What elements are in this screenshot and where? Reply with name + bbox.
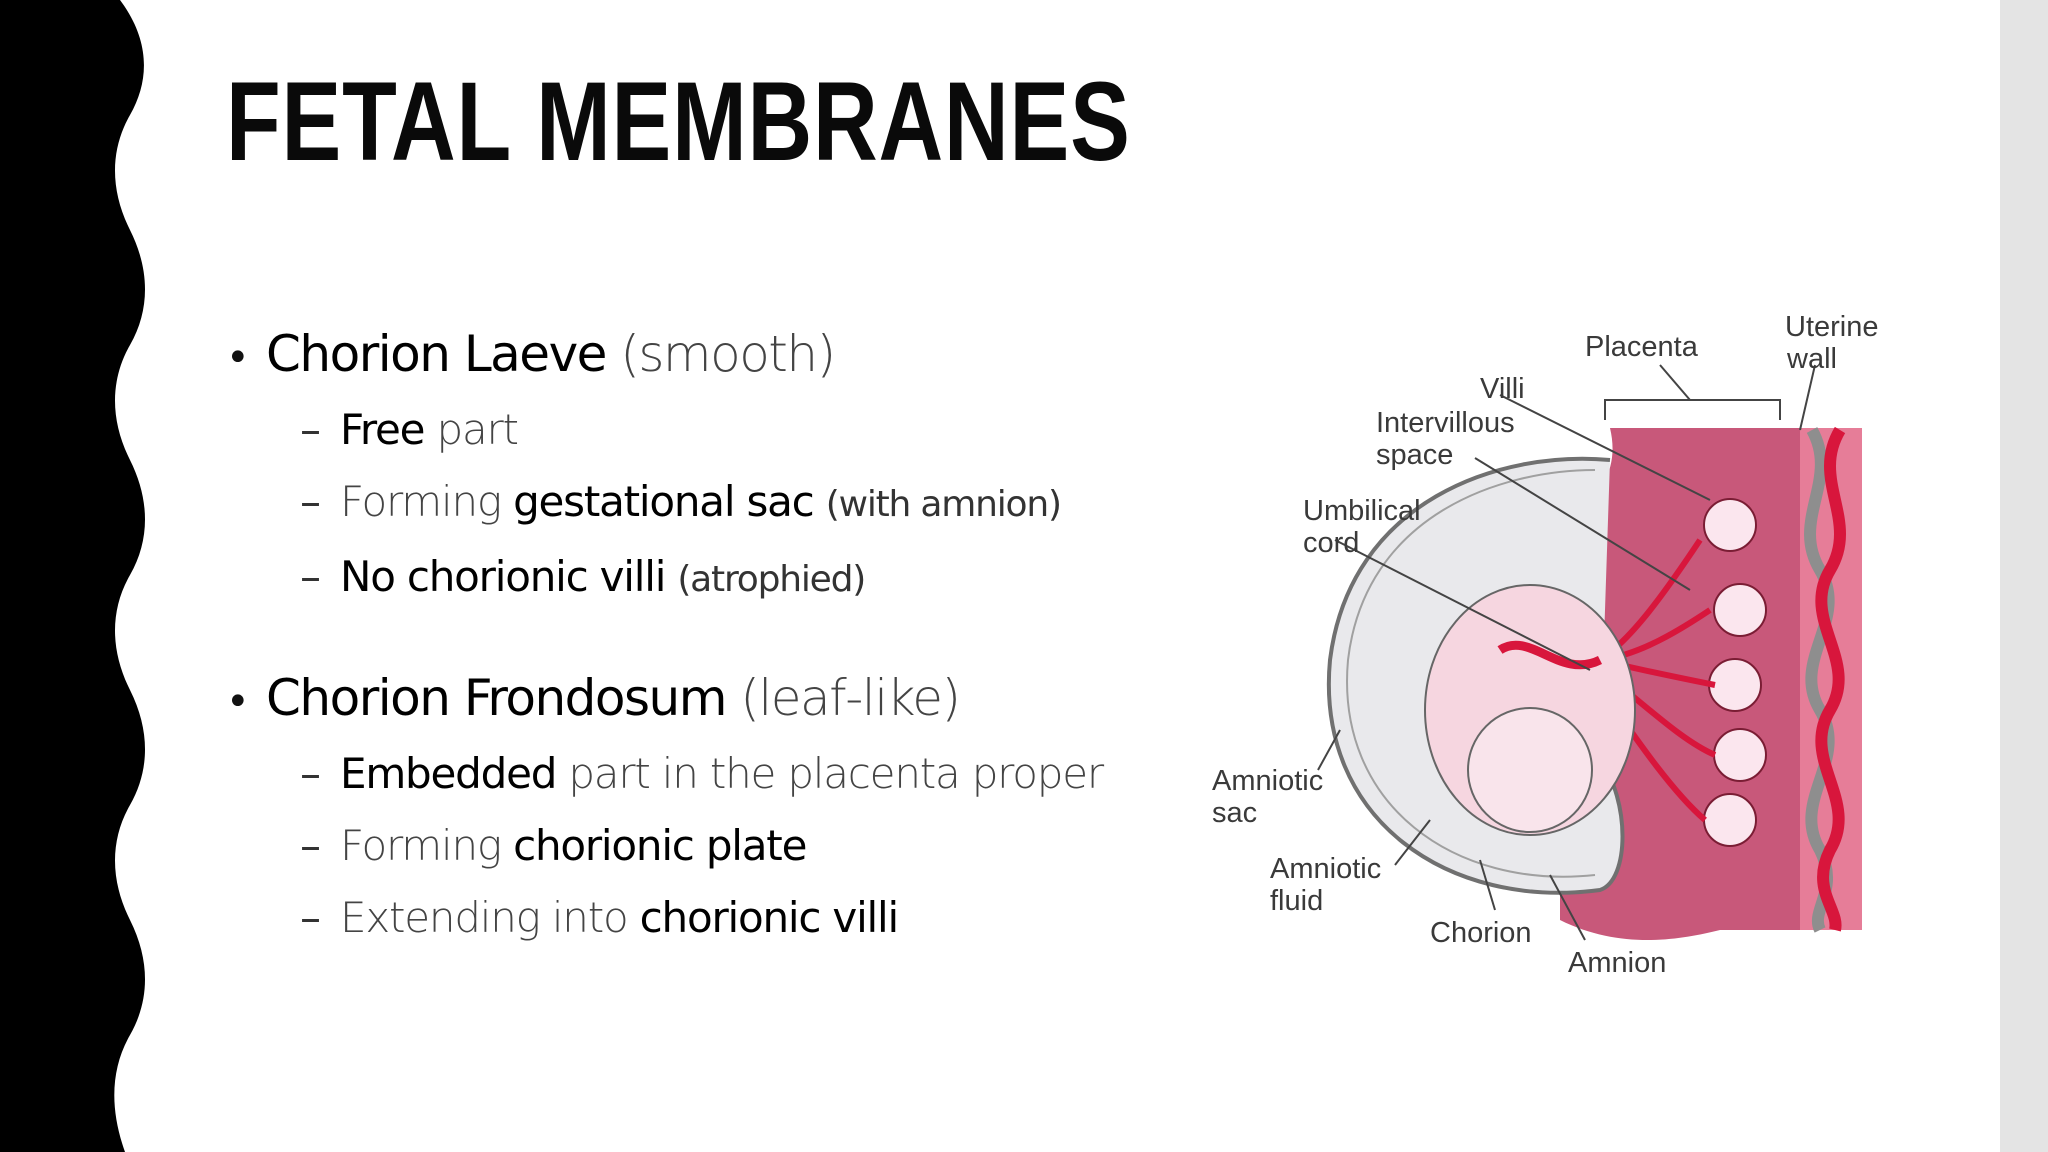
label-intervillous: Intervillous <box>1376 407 1515 439</box>
dash: – <box>300 821 321 870</box>
bullet-heading: Chorion Frondosum <box>266 669 727 727</box>
label-chorion: Chorion <box>1430 917 1532 949</box>
sub-item-bold: chorionic villi <box>639 893 900 942</box>
amnion-outline <box>1346 469 1596 878</box>
bullet-chorion-frondosum: • Chorion Frondosum (leaf-like) <box>226 664 1186 736</box>
sub-item-suffix: part <box>436 405 519 454</box>
sub-item-note: (with amnion) <box>825 484 1062 525</box>
sub-item-prefix: Extending into <box>340 893 629 942</box>
bullet-heading-note: (leaf-like) <box>740 669 961 727</box>
label-placenta: Placenta <box>1585 331 1699 363</box>
label-amniotic-sac-2: sac <box>1212 797 1257 829</box>
label-amnion: Amnion <box>1568 947 1666 979</box>
sub-item-bold: gestational sac <box>513 477 815 526</box>
dash: – <box>300 552 321 601</box>
sub-item: – Forming gestational sac (with amnion) <box>300 466 1186 541</box>
sub-item: – Extending into chorionic villi <box>300 882 1186 954</box>
dash: – <box>300 477 321 526</box>
label-amniotic-sac: Amniotic <box>1212 765 1323 797</box>
sub-item-bold: No chorionic villi <box>340 552 666 601</box>
sub-item-prefix: Forming <box>340 821 502 870</box>
dash: – <box>300 749 321 798</box>
sub-item-bold: Embedded <box>340 749 557 798</box>
placenta-bracket <box>1604 364 1781 420</box>
fetal-membranes-diagram: Placenta Uterine wall Villi Intervillous… <box>1212 311 1879 979</box>
label-umbilical-cord-2: cord <box>1303 527 1359 559</box>
right-edge-strip <box>2000 0 2048 1152</box>
slide-title: FETAL MEMBRANES <box>226 59 1131 184</box>
sub-item: – Embedded part in the placenta proper <box>300 738 1186 810</box>
sub-item: – Free part <box>300 394 1186 466</box>
sub-item-prefix: Forming <box>340 477 502 526</box>
bullet-chorion-laeve: • Chorion Laeve (smooth) <box>226 320 1186 392</box>
fetus-head <box>1467 707 1593 833</box>
sub-item-suffix: part in the placenta proper <box>568 749 1104 798</box>
label-amniotic-fluid: Amniotic <box>1270 853 1381 885</box>
label-uterine-wall: Uterine <box>1785 311 1879 343</box>
umbilical-cord <box>1497 640 1603 670</box>
maternal-vessel-red <box>1815 426 1846 932</box>
leader-lines <box>1317 364 1816 941</box>
fetal-vessels <box>1592 538 1717 823</box>
sub-item-note: (atrophied) <box>677 559 866 600</box>
sub-list-chorion-frondosum: – Embedded part in the placenta proper –… <box>226 738 1186 954</box>
sub-list-chorion-laeve: – Free part – Forming gestational sac (w… <box>226 394 1186 616</box>
sub-item: – Forming chorionic plate <box>300 810 1186 882</box>
bullet-dot: • <box>226 335 250 381</box>
sub-item: – No chorionic villi (atrophied) <box>300 541 1186 616</box>
label-umbilical-cord: Umbilical <box>1303 495 1421 527</box>
dash: – <box>300 405 321 454</box>
wavy-black-border <box>0 0 145 1152</box>
sub-item-bold: chorionic plate <box>513 821 807 870</box>
label-amniotic-fluid-2: fluid <box>1270 885 1323 917</box>
bullet-dot: • <box>226 679 250 725</box>
sub-item-bold: Free <box>340 405 426 454</box>
bullet-content: • Chorion Laeve (smooth) – Free part – F… <box>226 320 1186 1002</box>
label-uterine-wall-2: wall <box>1786 343 1837 375</box>
label-villi: Villi <box>1480 373 1525 405</box>
bullet-heading-note: (smooth) <box>620 325 836 383</box>
dash: – <box>300 893 321 942</box>
label-intervillous-2: space <box>1376 439 1453 471</box>
bullet-heading: Chorion Laeve <box>266 325 607 383</box>
